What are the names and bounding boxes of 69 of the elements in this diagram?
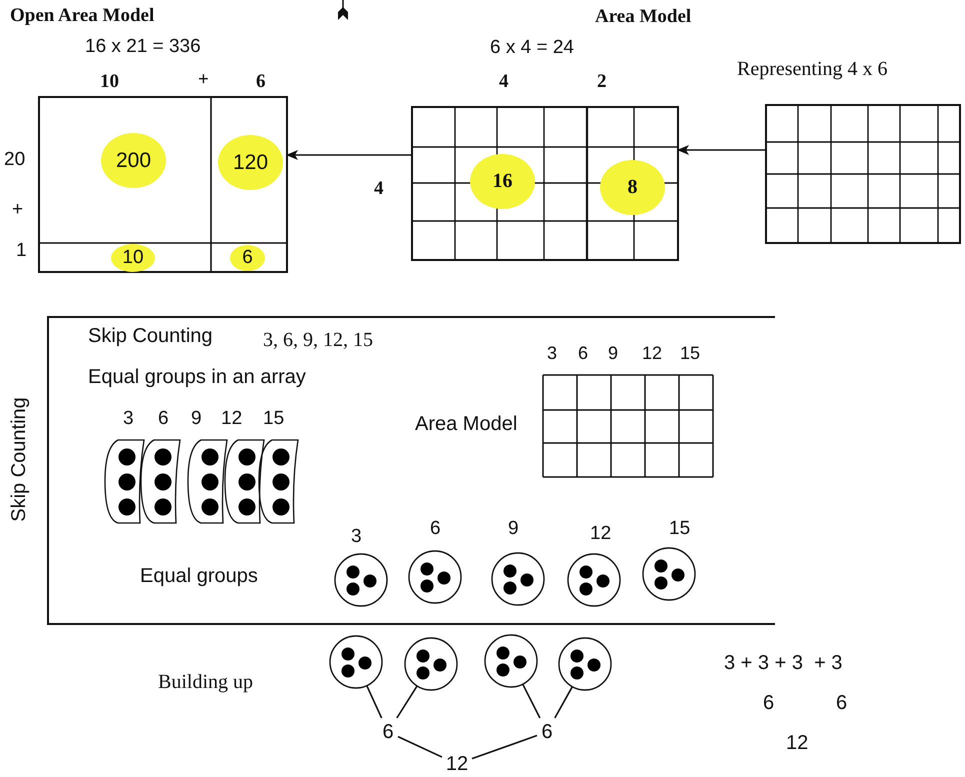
count-number: 9	[508, 518, 519, 540]
sum-number: 12	[786, 732, 808, 755]
sum-number: 6	[763, 692, 774, 715]
count-number: 6	[578, 343, 588, 364]
sum-number: 12	[444, 752, 470, 776]
dot-group-circle	[484, 634, 538, 688]
section-heading: Area Model	[595, 6, 692, 28]
count-number: 6	[430, 518, 441, 540]
heading: Building up	[158, 671, 254, 694]
plus-sign: +	[12, 199, 24, 221]
equation: 16 x 21 = 336	[85, 36, 201, 58]
equation: 6 x 4 = 24	[490, 37, 574, 59]
highlighted-product: 200	[101, 133, 166, 188]
count-number: 3	[351, 526, 362, 548]
count-number: 3	[123, 408, 134, 430]
dot-group-circle	[329, 635, 383, 689]
equation: 3 + 3 + 3 + 3	[724, 652, 842, 675]
count-number: 9	[608, 343, 618, 364]
sum-number: 6	[836, 692, 848, 715]
dimension-label: 10	[100, 71, 119, 93]
count-number: 12	[590, 523, 612, 545]
connector-line	[554, 686, 574, 718]
count-number: 12	[221, 408, 242, 430]
dot-group-circle	[567, 553, 621, 607]
dimension-label: 6	[256, 71, 266, 93]
connector-line	[522, 684, 541, 718]
dot-group-circle	[334, 553, 388, 607]
dimension-label: 4	[374, 178, 384, 200]
number-sequence: 3, 6, 9, 12, 15	[263, 329, 373, 352]
dot-group-circle	[491, 552, 545, 606]
vertical-heading: Skip Counting	[8, 397, 31, 522]
count-number: 15	[669, 518, 690, 540]
highlighted-product: 6	[230, 245, 265, 271]
count-number: 3	[547, 343, 558, 364]
dimension-label: 2	[597, 71, 606, 93]
count-number: 6	[158, 408, 169, 430]
heading: Equal groups in an array	[88, 366, 306, 389]
dot-group-circle	[404, 637, 458, 691]
sum-number: 6	[380, 720, 396, 744]
arrow	[677, 145, 766, 155]
count-number: 9	[191, 408, 202, 430]
connector-line	[398, 736, 442, 758]
grid-array	[412, 107, 678, 260]
connector-line	[472, 734, 538, 760]
dot-group-circle	[642, 547, 696, 601]
grid-array	[766, 105, 960, 243]
dot-group-circle	[408, 550, 462, 604]
dimension-label: 4	[499, 71, 508, 93]
section-heading: Open Area Model	[10, 5, 154, 27]
highlighted-product: 16	[470, 154, 535, 209]
dimension-label: 20	[4, 149, 26, 171]
highlighted-product: 120	[218, 135, 283, 190]
caption: Representing 4 x 6	[737, 58, 888, 81]
heading: Skip Counting	[88, 325, 213, 348]
highlighted-product: 8	[600, 160, 665, 215]
count-number: 15	[263, 408, 284, 430]
highlighted-product: 10	[111, 244, 155, 272]
open-area-rectangle	[39, 97, 287, 272]
connector-line	[396, 686, 418, 718]
sum-number: 6	[539, 720, 555, 744]
arrow	[286, 150, 412, 160]
heading: Area Model	[415, 413, 518, 436]
count-number: 12	[642, 343, 662, 364]
connector-line	[366, 685, 382, 718]
count-number: 15	[680, 343, 700, 364]
heading: Equal groups	[140, 565, 258, 588]
dot-group-circle	[558, 637, 612, 691]
dimension-label: 1	[16, 240, 27, 262]
plus-sign: +	[198, 69, 209, 91]
